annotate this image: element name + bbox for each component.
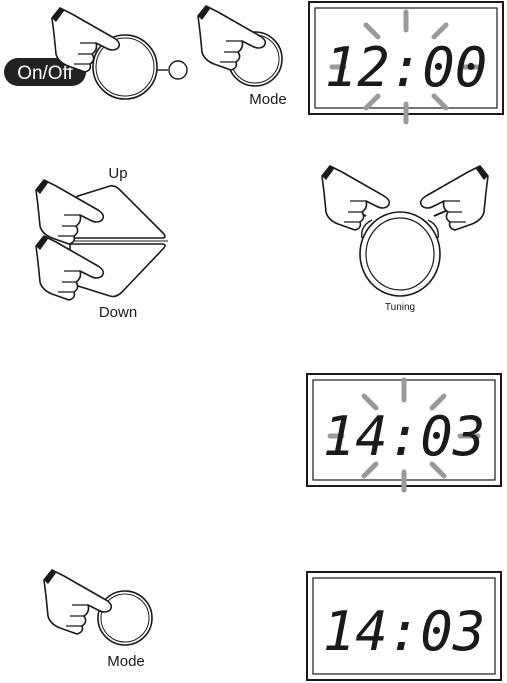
tuning-label: Tuning xyxy=(385,302,415,313)
onoff-label: On/Off xyxy=(17,63,73,84)
mode-label: Mode xyxy=(249,91,287,108)
tuning-knob[interactable] xyxy=(360,211,440,296)
display-time: 14:03 xyxy=(323,405,486,468)
down-label: Down xyxy=(99,304,137,321)
display-time: 14:03 xyxy=(323,600,486,663)
step2-group: Up Down Tuning xyxy=(36,165,488,321)
clock-display: 14:03 xyxy=(307,374,501,490)
indicator-led xyxy=(169,61,187,79)
up-label: Up xyxy=(108,165,127,182)
clock-display: 14:03 xyxy=(307,572,501,680)
step3-group: 14:03 xyxy=(307,374,501,490)
mode-label: Mode xyxy=(107,653,145,670)
clock-display: 12:00 xyxy=(309,2,503,122)
step1-group: On/Off Mode xyxy=(4,2,503,122)
mode-button[interactable] xyxy=(98,591,152,645)
display-time: 12:00 xyxy=(325,36,488,99)
step4-group: Mode 14:03 xyxy=(44,570,501,680)
hand-pointer-icon xyxy=(421,166,488,230)
